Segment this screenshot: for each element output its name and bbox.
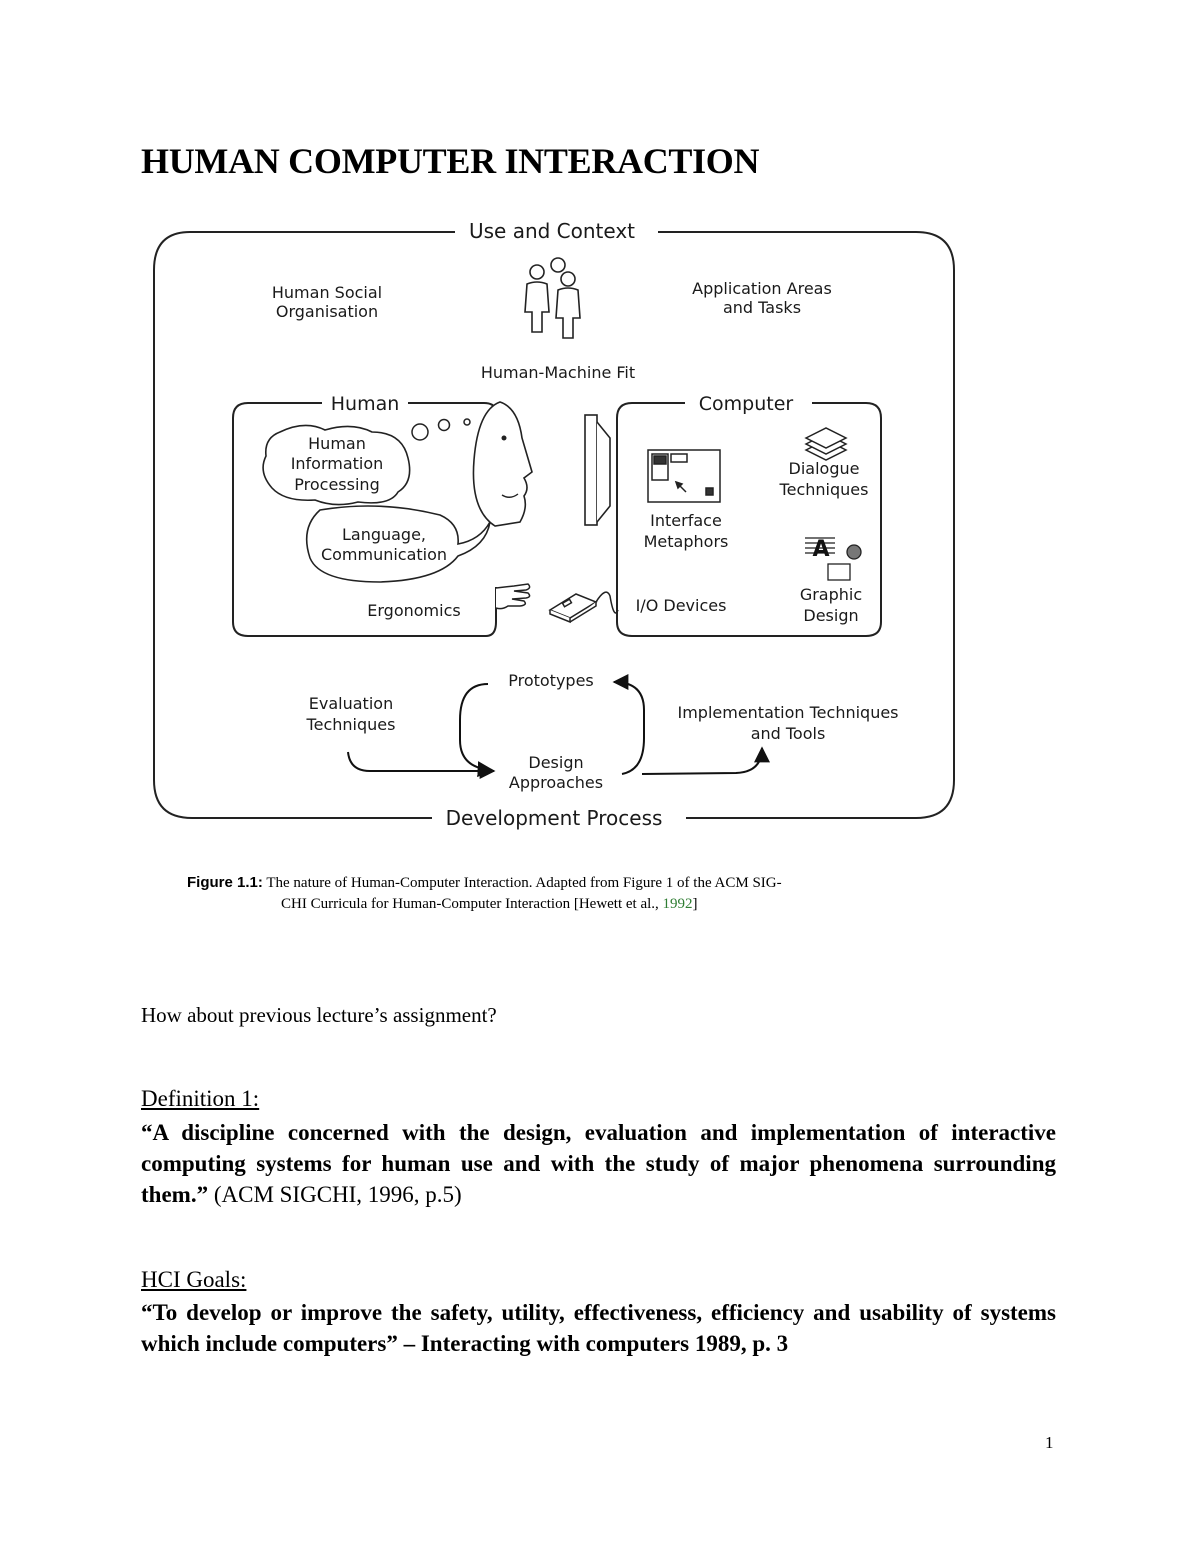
definition-source: (ACM SIGCHI, 1996, p.5)	[208, 1182, 462, 1207]
speech-bubble	[307, 506, 490, 582]
definition-quote: “A discipline concerned with the design,…	[141, 1117, 1056, 1210]
caption-close-bracket: ]	[693, 896, 698, 912]
hip-label-line2: Information	[291, 454, 384, 473]
layers-icon	[806, 428, 846, 460]
eye-icon	[502, 436, 507, 441]
implementation-label-line2: and Tools	[751, 724, 826, 743]
page-number: 1	[1045, 1433, 1054, 1453]
ergonomics-label: Ergonomics	[367, 601, 460, 620]
goals-quote: “To develop or improve the safety, utili…	[141, 1297, 1056, 1359]
caption-year-link[interactable]: 1992	[663, 896, 693, 912]
dialogue-label-line1: Dialogue	[789, 459, 860, 478]
design-approaches-label-line1: Design	[528, 753, 583, 772]
assignment-question: How about previous lecture’s assignment?	[141, 1003, 497, 1028]
caption-text-line2: CHI Curricula for Human-Computer Interac…	[281, 896, 663, 912]
caption-line2: CHI Curricula for Human-Computer Interac…	[187, 894, 947, 915]
application-areas-label-line1: Application Areas	[692, 279, 832, 298]
svg-text:A: A	[812, 537, 829, 562]
goals-heading: HCI Goals:	[141, 1267, 246, 1293]
interface-metaphors-label-line2: Metaphors	[644, 532, 729, 551]
human-social-label-line2: Organisation	[276, 302, 378, 321]
goals-quote-text: “To develop or improve the safety, utili…	[141, 1300, 1056, 1356]
graphic-design-label-line2: Design	[803, 606, 858, 625]
design-approaches-label-line2: Approaches	[509, 773, 603, 792]
head-profile-icon	[473, 402, 532, 526]
hci-figure: Use and Context Development Process Huma…	[140, 210, 970, 850]
human-social-label-line1: Human Social	[272, 283, 382, 302]
application-areas-label-line2: and Tasks	[723, 298, 801, 317]
hand-icon	[496, 584, 530, 609]
mouse-icon	[550, 592, 618, 622]
outer-frame	[154, 232, 954, 818]
page-title: HUMAN COMPUTER INTERACTION	[141, 140, 759, 182]
people-icon	[525, 258, 580, 338]
human-machine-fit-label: Human-Machine Fit	[481, 363, 635, 382]
caption-text-line1: The nature of Human-Computer Interaction…	[263, 875, 782, 891]
monitor-icon	[585, 415, 610, 525]
thought-dots	[412, 419, 470, 440]
caption-label: Figure 1.1:	[187, 874, 263, 891]
graphic-design-label-line1: Graphic	[800, 585, 862, 604]
use-context-label: Use and Context	[469, 219, 635, 243]
interface-metaphors-label-line1: Interface	[650, 511, 722, 530]
io-devices-label: I/O Devices	[636, 596, 727, 615]
language-label-line1: Language,	[342, 525, 426, 544]
prototypes-label: Prototypes	[508, 671, 594, 690]
implementation-label-line1: Implementation Techniques	[677, 703, 898, 722]
hip-label-line3: Processing	[294, 475, 379, 494]
human-label: Human	[331, 393, 400, 415]
development-process-label: Development Process	[446, 806, 663, 830]
evaluation-label-line2: Techniques	[306, 715, 396, 734]
computer-label: Computer	[699, 393, 794, 415]
evaluation-label-line1: Evaluation	[309, 694, 393, 713]
figure-caption: Figure 1.1: The nature of Human-Computer…	[187, 872, 947, 915]
interface-window-icon	[648, 450, 720, 502]
dialogue-label-line2: Techniques	[779, 480, 869, 499]
language-label-line2: Communication	[321, 545, 447, 564]
hip-label-line1: Human	[308, 434, 366, 453]
definition-heading: Definition 1:	[141, 1086, 259, 1112]
graphic-design-icon: A	[805, 536, 861, 580]
